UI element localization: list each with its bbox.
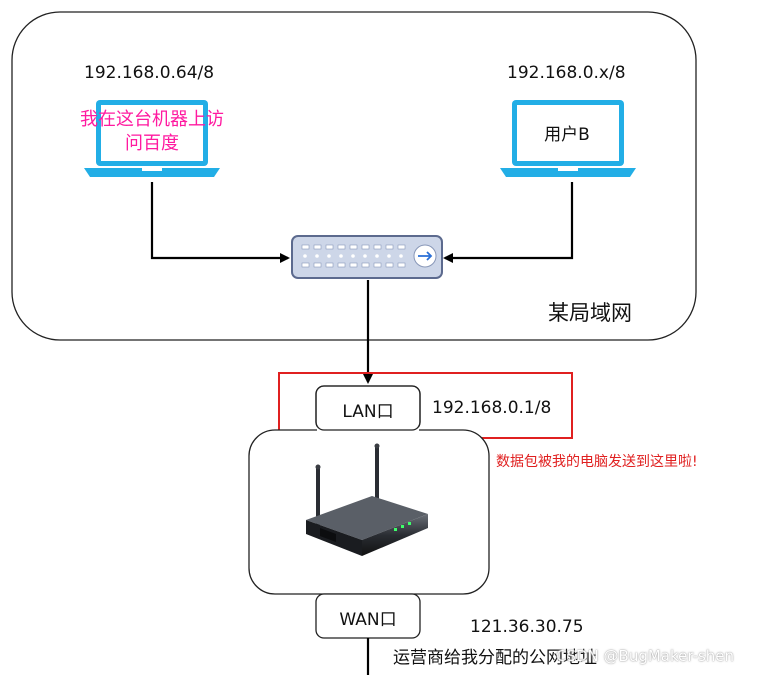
router-annotation: 数据包被我的电脑发送到这里啦! <box>496 454 698 470</box>
left-laptop-screen-text: 我在这台机器上访问百度 <box>80 109 224 154</box>
watermark: CSDN @BugMaker-shen <box>556 647 735 665</box>
router-icon <box>306 443 428 556</box>
left-laptop-ip: 192.168.0.64/8 <box>84 63 215 83</box>
laptop-icon <box>500 100 636 177</box>
laptop-icon <box>84 100 220 177</box>
link-right-laptop-switch <box>443 182 574 263</box>
lan-port-ip: 192.168.0.1/8 <box>432 398 552 418</box>
arrow-right-icon <box>413 244 437 268</box>
isp-note: 运营商给我分配的公网地址 <box>393 648 597 668</box>
lan-port-label: LAN口 <box>342 402 394 422</box>
link-left-laptop-switch <box>150 182 290 263</box>
lan-port-box-redraw <box>315 385 421 431</box>
right-laptop-ip: 192.168.0.x/8 <box>507 63 626 83</box>
lan-boundary <box>11 11 697 341</box>
wan-port-ip: 121.36.30.75 <box>470 617 584 637</box>
lan-label: 某局域网 <box>548 301 632 325</box>
switch-icon <box>291 235 443 279</box>
right-laptop-screen-text: 用户B <box>544 125 590 145</box>
wan-port-label: WAN口 <box>339 610 397 630</box>
